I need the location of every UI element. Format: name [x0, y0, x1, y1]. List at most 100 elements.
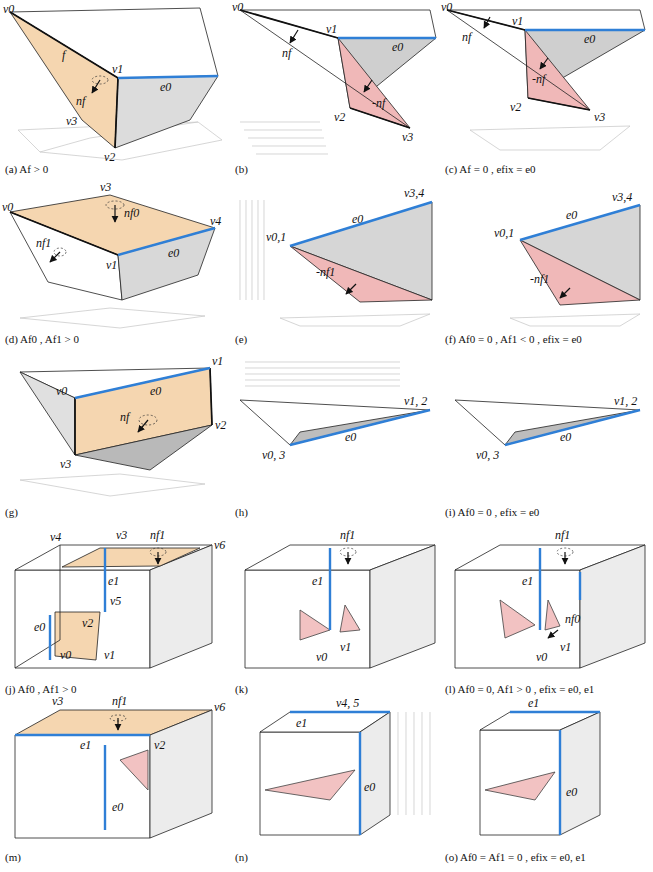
face-polygon — [290, 410, 430, 445]
panel-caption: (d) Af0 , Af1 > 0 — [5, 332, 79, 346]
vertex-label: v0 — [536, 650, 547, 664]
face-polygon — [265, 770, 355, 800]
face-polygon — [510, 314, 640, 326]
edge-line — [245, 362, 400, 363]
vertex-label: nf — [462, 30, 471, 44]
panel-h — [240, 362, 430, 445]
vertex-label: v1 — [106, 258, 117, 272]
vertex-label: v2 — [154, 738, 165, 752]
panel-caption: (o) Af0 = Af1 = 0 , efix = e0, e1 — [445, 850, 586, 864]
vertex-label: e0 — [112, 800, 123, 814]
panel-caption: (a) Af > 0 — [5, 162, 48, 176]
face-polygon — [10, 212, 122, 300]
panel-caption: (j) Af0 , Af1 > 0 — [5, 682, 77, 696]
panel-o — [480, 712, 600, 835]
vertex-label: v4, 5 — [336, 696, 359, 710]
face-polygon — [455, 570, 580, 668]
face-polygon — [485, 772, 555, 800]
edge-line — [118, 228, 215, 255]
vertex-label: v1 — [326, 22, 337, 36]
edge-line — [92, 80, 100, 93]
vertex-label: v3 — [116, 528, 127, 542]
vertex-label: e1 — [528, 696, 539, 710]
vertex-label: nf — [76, 94, 85, 108]
face-polygon — [20, 474, 205, 496]
edge-line — [114, 205, 115, 222]
edge-line — [579, 572, 581, 600]
face-polygon — [505, 410, 640, 445]
vertex-label: v5 — [110, 594, 121, 608]
face-polygon — [580, 545, 645, 668]
panel-g — [20, 368, 212, 496]
vertex-label: e0 — [584, 32, 595, 46]
edge-line — [290, 30, 298, 43]
vertex-label: v6 — [214, 700, 225, 714]
face-polygon — [340, 605, 360, 632]
edge-line — [240, 10, 410, 128]
vertex-label: e0 — [345, 430, 356, 444]
vertex-label: e1 — [522, 574, 533, 588]
panel-l — [455, 545, 645, 668]
panel-caption: (i) Af0 = 0 , efix = e0 — [445, 505, 539, 519]
face-polygon — [525, 30, 590, 110]
face-polygon — [500, 600, 535, 638]
vertex-label: nf1 — [340, 528, 355, 542]
panel-a — [10, 8, 222, 160]
vertex-label: v4 — [210, 214, 221, 228]
edge-line — [290, 202, 432, 246]
edge-line — [246, 200, 247, 300]
edge-line — [548, 630, 558, 638]
vertex-label: -nf1 — [530, 272, 549, 286]
face-polygon — [470, 126, 630, 150]
panel-c — [447, 10, 645, 150]
vertex-label: v3 — [66, 114, 77, 128]
panel-f — [510, 205, 640, 326]
vertex-label: -nf — [532, 72, 545, 86]
face-polygon — [455, 400, 640, 445]
edge-line — [510, 711, 600, 713]
edge-line — [240, 10, 338, 38]
panel-caption: (c) Af = 0 , efix = e0 — [445, 162, 536, 176]
vertex-label: v6 — [214, 538, 225, 552]
vertex-label: f — [62, 48, 65, 62]
edge-line — [15, 640, 60, 668]
panel-caption: (b) — [235, 162, 248, 176]
edge-line — [245, 374, 400, 375]
vertex-label: v3,4 — [612, 190, 632, 204]
vertex-label: v0 — [441, 0, 452, 14]
edge-line — [104, 745, 106, 830]
vertex-label: v0, 3 — [262, 448, 285, 462]
face-polygon — [75, 425, 212, 470]
face-polygon — [370, 545, 435, 668]
vertex-label: e0 — [168, 246, 179, 260]
panel-k — [245, 545, 435, 668]
edge-line — [564, 552, 565, 564]
panel-j — [15, 545, 212, 668]
vertex-label: v3 — [402, 130, 413, 144]
panel-caption: (e) — [235, 332, 247, 346]
edge-line — [248, 138, 324, 139]
face-polygon — [115, 76, 218, 148]
edge-line — [240, 200, 241, 300]
vertex-label: -nf — [372, 96, 385, 110]
vertex-label: v2 — [215, 418, 226, 432]
vertex-label: v0 — [232, 0, 243, 14]
vertex-label: e0 — [34, 620, 45, 634]
vertex-label: e1 — [312, 574, 323, 588]
vertex-label: v1, 2 — [404, 394, 427, 408]
edge-line — [505, 410, 640, 445]
vertex-label: v1 — [212, 354, 223, 368]
edge-line — [104, 548, 106, 612]
edge-line — [447, 10, 590, 110]
vertex-label: e0 — [352, 212, 363, 226]
edge-line — [50, 252, 60, 262]
edge-line — [520, 205, 640, 240]
face-polygon — [300, 610, 330, 640]
edge-line — [346, 284, 356, 294]
vertex-label: v3 — [100, 180, 111, 194]
edge-line — [240, 122, 320, 123]
vertex-label: v1 — [512, 14, 523, 28]
panel-e — [240, 200, 432, 326]
edge-line — [347, 552, 348, 564]
